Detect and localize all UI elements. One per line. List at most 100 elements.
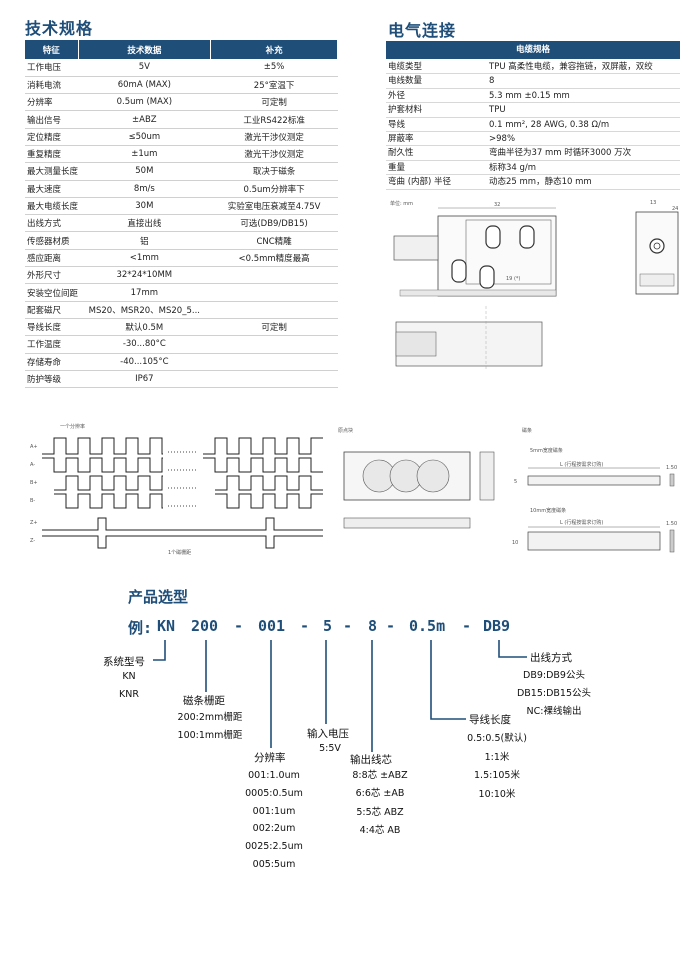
dimension-drawing-side: 13 24	[635, 200, 679, 295]
spec-feature: 安装空位间距	[25, 283, 79, 302]
spec-header-row: 特征 技术数据 补充	[25, 40, 338, 59]
resolution-item: 002:2um	[252, 823, 296, 835]
spec-feature: 配套磁尺	[25, 301, 79, 319]
strip-5mm-width-label: 5	[514, 479, 517, 485]
system-model-item: KNR	[119, 689, 139, 700]
resolution-item: 001:1um	[252, 805, 296, 817]
origin-block-label: 原点块	[338, 427, 353, 434]
spec-value: 32*24*10MM	[78, 266, 211, 285]
pitch-item: 100:1mm栅距	[177, 730, 243, 741]
cable-spec-key: 护套材料	[388, 105, 423, 116]
cable-spec-header: 电缆规格	[386, 41, 680, 59]
cable-spec-key: 重量	[388, 162, 406, 173]
model-code-part: 8	[368, 617, 378, 635]
cable-length-item: 10:10米	[478, 788, 516, 800]
spec-value: 60mA (MAX)	[78, 76, 211, 95]
spec-value: 铝	[78, 231, 211, 250]
mounting-slot-2	[519, 225, 535, 249]
cable-spec-key: 电线数量	[388, 76, 423, 87]
spec-feature: 最大速度	[25, 180, 79, 198]
spec-note: 可选(DB9/DB15)	[210, 214, 338, 233]
spec-value: -40...105°C	[78, 353, 211, 371]
cable-spec-value: TPU 高柔性电缆，兼容拖链，双屏蔽，双绞	[489, 62, 653, 72]
strip-5mm-shape	[527, 475, 661, 486]
cable-spec-value: TPU	[489, 105, 506, 116]
signal-z-minus: Z-	[30, 538, 35, 544]
strip-5mm-length-label: L (行程按需求订购)	[560, 461, 603, 468]
z-pulse-wave	[42, 535, 323, 549]
cores-item: 4:4芯 AB	[359, 824, 401, 836]
outlet-title: 出线方式	[530, 652, 572, 664]
spec-note: 工业RS422标准	[210, 110, 338, 129]
dim-24-side-label: 24	[672, 206, 678, 212]
cable-spec-value: 0.1 mm², 28 AWG, 0.38 Ω/m	[489, 119, 610, 130]
spec-row: 存储寿命-40...105°C	[25, 353, 338, 371]
strip-10mm-label: 10mm宽度磁条	[530, 507, 566, 514]
spec-value: ±1um	[78, 145, 211, 164]
signal-b-plus: B+	[30, 480, 38, 486]
signal-z-plus: Z+	[30, 520, 38, 526]
spec-value: ±ABZ	[78, 110, 211, 129]
spec-header-feature: 特征	[25, 40, 79, 59]
spec-feature: 工作电压	[25, 59, 79, 77]
cable-spec-key: 外径	[388, 90, 406, 101]
spec-title: 技术规格	[25, 19, 94, 38]
resolution-item: 005:5um	[252, 859, 296, 870]
pulse-wave	[54, 475, 323, 491]
cable-spec-row: 电线数量 8	[386, 74, 680, 89]
cable-spec-row: 护套材料 TPU	[386, 103, 680, 118]
origin-block-front-view	[343, 517, 471, 529]
spec-feature: 最大测量长度	[25, 162, 79, 181]
origin-block-side-view	[479, 451, 495, 501]
outlet-item: NC:裸线输出	[526, 706, 582, 717]
model-code-part: 0.5m	[409, 617, 446, 635]
strip-10mm-thickness-label: 1.50	[666, 521, 677, 527]
cable-spec-key: 屏蔽率	[388, 134, 414, 144]
pulse-timing-diagram: 一个分辨率 A+ A- B+ B- Z+ Z- 1个磁栅距	[30, 423, 323, 556]
cable-spec-row: 耐久性弯曲半径为37 mm 时循环3000 万次	[386, 146, 680, 161]
cable-spec-key: 导线	[388, 119, 406, 130]
cable-spec-value: 5.3 mm ±0.15 mm	[489, 90, 570, 101]
spec-note	[210, 370, 338, 389]
strip-5mm-thickness-label: 1.50	[666, 465, 677, 471]
spec-note: 0.5um分辨率下	[210, 180, 338, 198]
cores-item: 8:8芯 ±ABZ	[352, 770, 408, 781]
pulse-wave	[42, 457, 323, 473]
spec-value: -30...80°C	[78, 335, 211, 354]
cores-title: 输出线芯	[350, 754, 392, 766]
spec-feature: 工作温度	[25, 335, 79, 354]
spec-value: IP67	[78, 370, 211, 389]
pulse-wave	[54, 493, 323, 509]
selection-title: 产品选型	[128, 588, 189, 606]
dim-32-label: 32	[494, 202, 500, 208]
outlet-item: DB15:DB15公头	[516, 688, 592, 699]
model-code-part: 001	[258, 617, 286, 635]
cable-spec-key: 电缆类型	[388, 62, 423, 72]
spec-value: 默认0.5M	[78, 318, 211, 337]
spec-feature: 分辨率	[25, 93, 79, 112]
cable-spec-row: 重量标称34 g/m	[386, 161, 680, 176]
model-code-part: -	[300, 617, 310, 635]
spec-feature: 最大电缆长度	[25, 197, 79, 216]
pulse-pitch-label: 1个磁栅距	[168, 549, 191, 556]
spec-value: 5V	[78, 59, 211, 77]
spec-value: MS20、MSR20、MS20_5...	[78, 301, 211, 319]
mounting-slot-1	[485, 225, 501, 249]
model-code-part: -	[386, 617, 396, 635]
model-code-part: -	[343, 617, 353, 635]
cable-spec-value: 8	[489, 76, 495, 87]
cores-item: 5:5芯 ABZ	[356, 806, 404, 818]
